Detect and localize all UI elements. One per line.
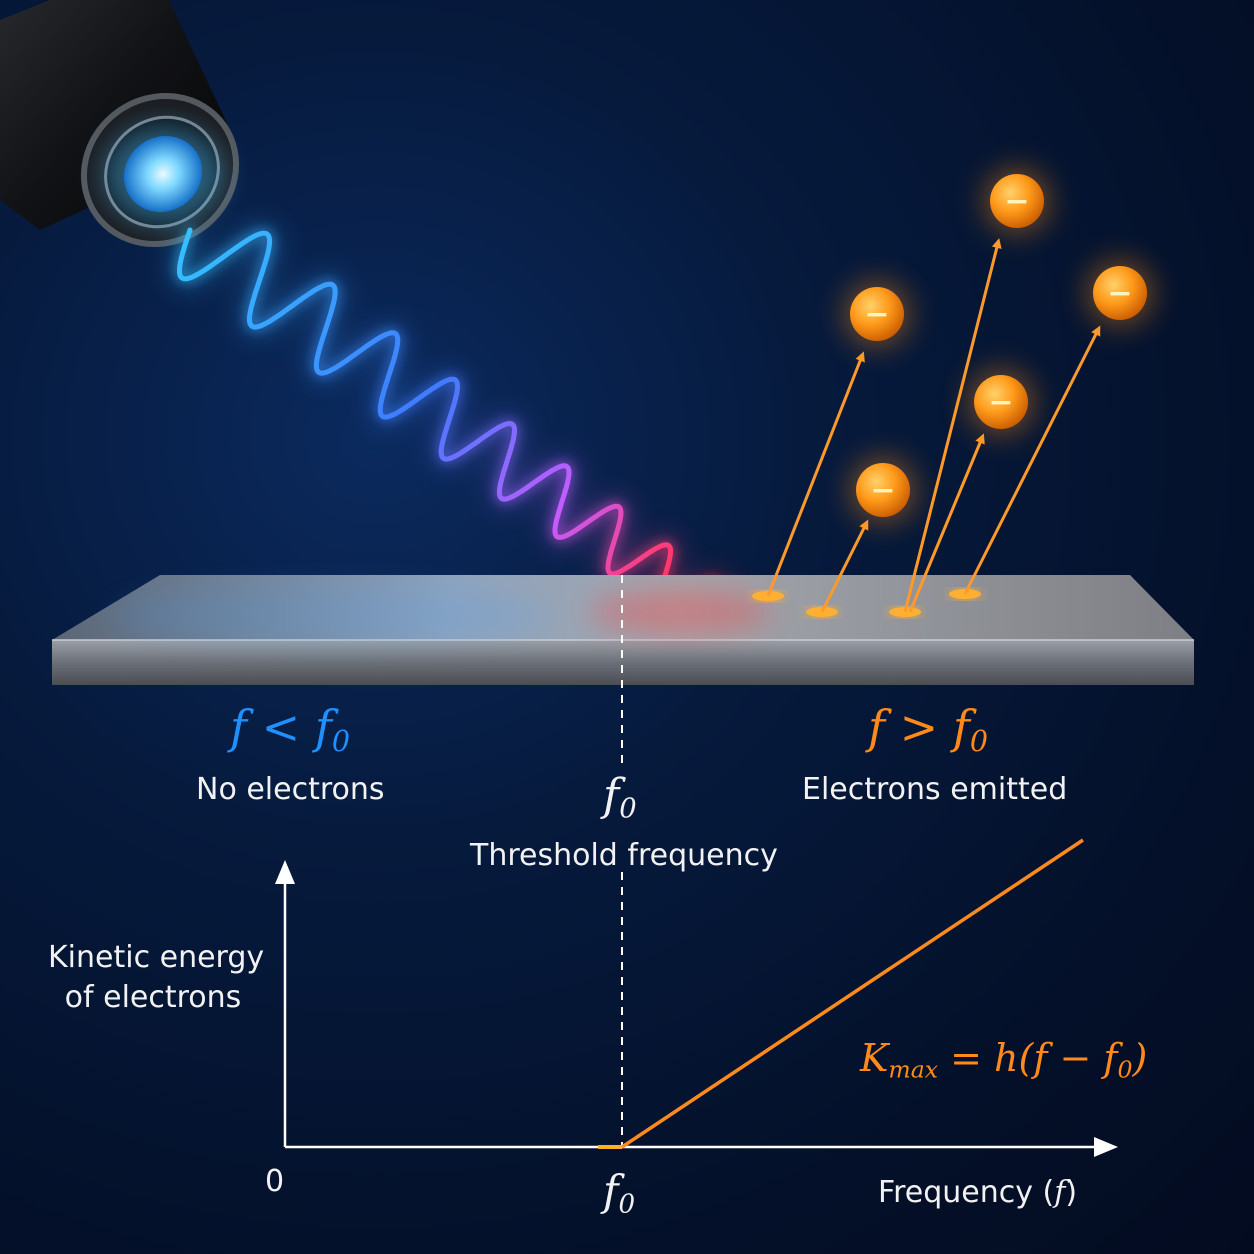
- threshold-caption: Threshold frequency: [470, 838, 778, 873]
- electron: −: [983, 167, 1051, 235]
- electron-arrow: [820, 519, 869, 613]
- electron-trajectories: [752, 238, 1101, 617]
- y-axis-label: Kinetic energy of electrons: [48, 938, 265, 1018]
- x-axis-label: Frequency (f): [878, 1175, 1078, 1210]
- svg-text:−: −: [1004, 184, 1029, 219]
- flashlight: [0, 0, 240, 248]
- svg-text:−: −: [870, 473, 895, 508]
- electron-arrow: [908, 433, 985, 613]
- svg-text:−: −: [864, 297, 889, 332]
- right-caption: Electrons emitted: [802, 772, 1068, 807]
- kinetic-energy-line: [621, 838, 1084, 1149]
- electron: −: [1086, 259, 1154, 327]
- electron-arrow: [903, 238, 1002, 613]
- electron-arrow: [963, 325, 1101, 595]
- kmax-equation: Kmax = h(f − f0): [860, 1036, 1148, 1084]
- svg-text:−: −: [1107, 276, 1132, 311]
- electrons: − − − − −: [843, 167, 1154, 524]
- y-axis-label-line2: of electrons: [64, 980, 242, 1015]
- svg-text:−: −: [988, 385, 1013, 420]
- electron: −: [967, 368, 1035, 436]
- left-condition: f < f0: [230, 700, 351, 758]
- graph-axes: [275, 860, 1118, 1157]
- y-axis-label-line1: Kinetic energy: [48, 940, 265, 975]
- threshold-tick-label: f0: [603, 1166, 636, 1220]
- threshold-symbol: f0: [603, 770, 637, 825]
- origin-label: 0: [265, 1164, 285, 1199]
- light-wave: [171, 225, 727, 617]
- x-axis-arrowhead: [1094, 1137, 1118, 1157]
- electron: −: [849, 456, 917, 524]
- electron-arrow: [766, 351, 865, 597]
- right-condition: f > f0: [868, 700, 989, 758]
- left-caption: No electrons: [196, 772, 385, 807]
- electron: −: [843, 280, 911, 348]
- y-axis-arrowhead: [275, 860, 295, 884]
